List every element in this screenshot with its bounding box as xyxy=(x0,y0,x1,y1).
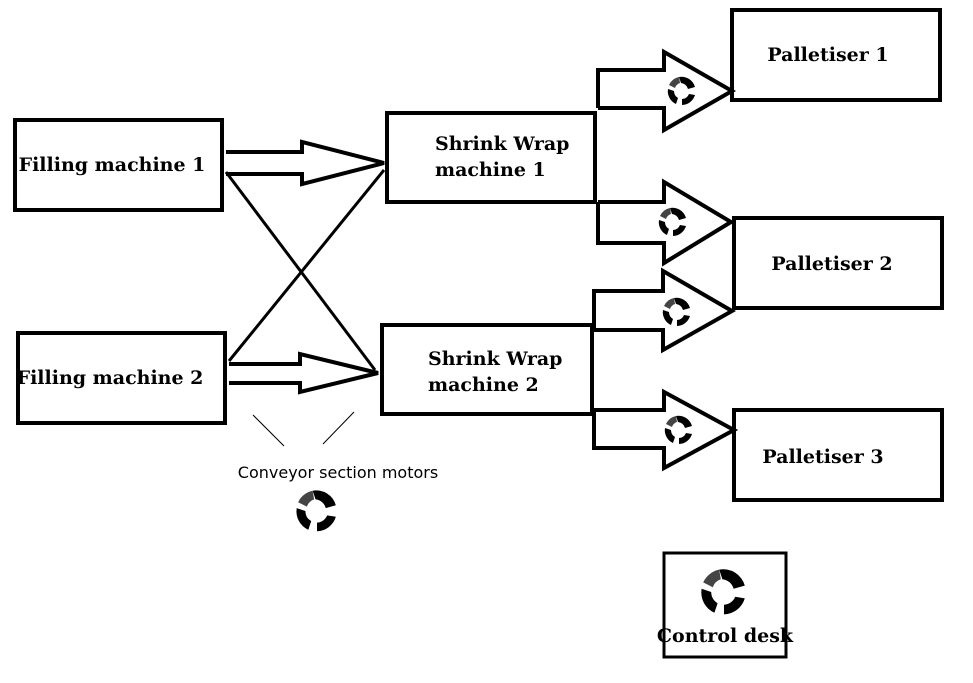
conveyor-motors-caption: Conveyor section motors xyxy=(238,463,438,482)
shrink-wrap-machine-2-line-1: Shrink Wrap xyxy=(428,348,562,370)
shrink-wrap-machine-1-line-1: Shrink Wrap xyxy=(435,133,569,155)
arrow-fm2-to-sw2 xyxy=(229,351,379,395)
cross-line-fm2-to-sw1 xyxy=(227,169,386,362)
arrow-sw2-to-palletiser-3 xyxy=(592,388,739,472)
motor-icon xyxy=(656,205,690,239)
arrow-sw1-to-palletiser-1 xyxy=(596,48,737,134)
control-desk-box xyxy=(662,551,788,659)
filling-machine-1-label: Filling machine 1 xyxy=(19,154,206,176)
palletiser-2-box xyxy=(732,216,944,310)
filling-machine-1-box xyxy=(13,118,224,212)
legend-motor-icon xyxy=(292,486,342,536)
motor-icon xyxy=(665,74,699,108)
palletiser-1-box xyxy=(730,8,942,102)
filling-machine-2-label: Filling machine 2 xyxy=(17,367,204,389)
caption-pointer-left xyxy=(252,414,285,447)
shrink-wrap-machine-1-line-2: machine 1 xyxy=(435,159,546,181)
palletiser-3-label: Palletiser 3 xyxy=(762,446,883,468)
caption-pointer-right xyxy=(322,411,355,445)
shrink-wrap-machine-1-box xyxy=(385,111,597,204)
palletiser-3-box xyxy=(732,408,944,502)
shrink-wrap-machine-1-label: Shrink Wrap machine 1 xyxy=(435,133,576,181)
palletiser-2-label: Palletiser 2 xyxy=(771,253,892,275)
arrow-sw1-to-palletiser-2 xyxy=(596,178,735,267)
motor-icon xyxy=(662,413,696,447)
shrink-wrap-machine-2-label: Shrink Wrap machine 2 xyxy=(428,348,569,396)
control-desk-label: Control desk xyxy=(657,625,794,647)
filling-machine-2-box xyxy=(16,331,227,425)
palletiser-1-label: Palletiser 1 xyxy=(767,44,888,66)
shrink-wrap-machine-2-line-2: machine 2 xyxy=(428,374,539,396)
motor-icon xyxy=(660,295,694,329)
control-desk-motor-icon xyxy=(696,564,752,620)
arrow-fm1-to-sw1 xyxy=(226,139,385,187)
arrow-sw2-to-palletiser-2 xyxy=(592,267,737,354)
shrink-wrap-machine-2-box xyxy=(380,323,594,416)
